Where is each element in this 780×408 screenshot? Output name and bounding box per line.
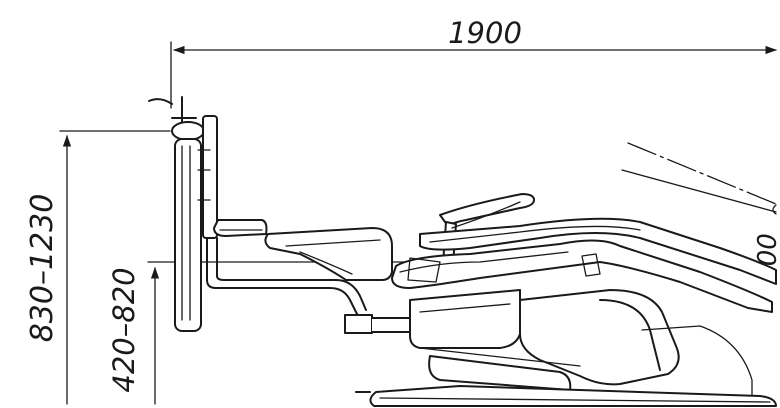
backrest	[264, 227, 393, 281]
seat-and-legrest	[391, 217, 777, 313]
height-range-label: 830–1230	[25, 194, 60, 343]
dimension-height-range: 830–1230	[25, 130, 171, 405]
tray-height-label: 420–820	[107, 267, 141, 392]
headrest	[213, 219, 268, 237]
length-label: 1900	[448, 16, 522, 50]
chair-base	[355, 289, 777, 407]
dimension-tray-height: 420–820	[107, 261, 471, 405]
dimension-overall-length: 1900	[170, 16, 778, 109]
instrument-pole	[148, 96, 411, 334]
